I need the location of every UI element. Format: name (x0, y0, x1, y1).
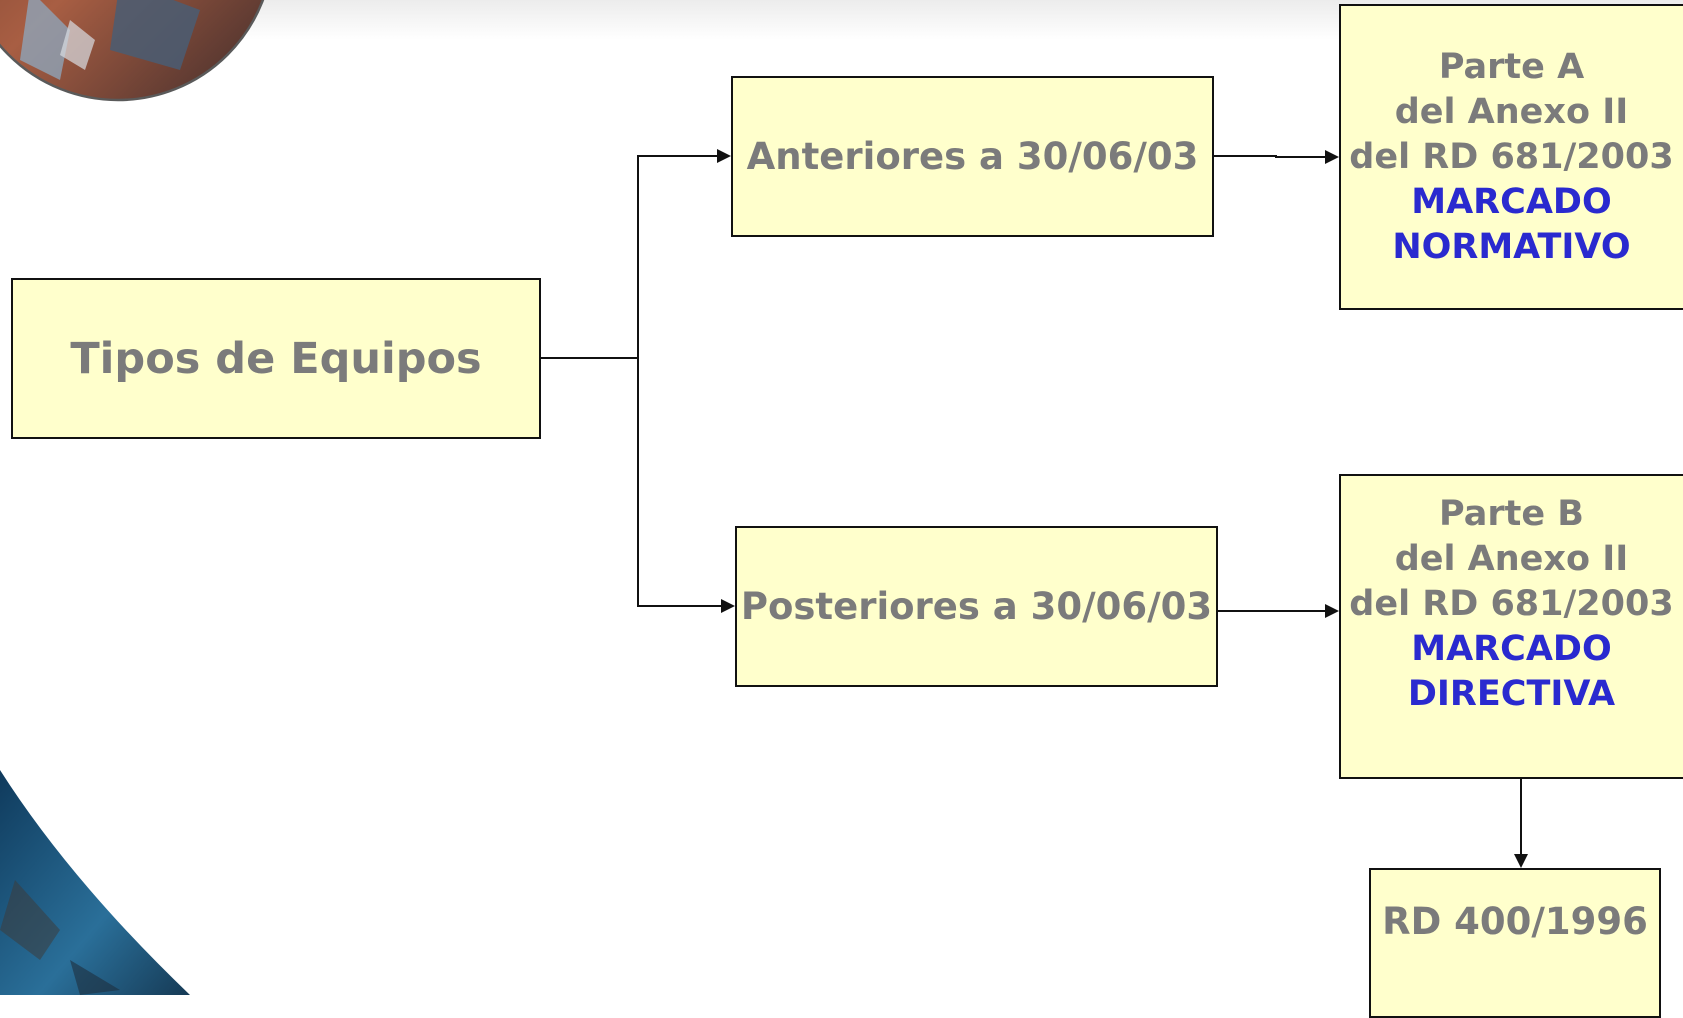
arrowhead-parte-b (1325, 604, 1339, 618)
rd-400-box: RD 400/1996 (1369, 868, 1661, 1018)
parte-b-anexo: del Anexo II (1394, 539, 1629, 579)
connector-lines (541, 155, 1522, 855)
anteriores-label: Anteriores a 30/06/03 (746, 135, 1199, 178)
parte-b-box (1339, 474, 1683, 779)
parte-a-anexo: del Anexo II (1394, 92, 1629, 132)
parte-b-rd: del RD 681/2003 (1349, 584, 1674, 624)
tipos-de-equipos-label: Tipos de Equipos (70, 333, 482, 384)
posteriores-label: Posteriores a 30/06/03 (740, 585, 1213, 628)
decorative-corner-photo (0, 640, 190, 995)
parte-a-normativo: NORMATIVO (1392, 227, 1631, 267)
arrowhead-upper-branch (717, 149, 731, 163)
parte-a-text: Parte A del Anexo II del RD 681/2003 MAR… (1339, 45, 1683, 270)
decorative-photo-layer (0, 0, 1528, 995)
arrowheads (717, 149, 1528, 868)
parte-b-directiva: DIRECTIVA (1407, 674, 1616, 714)
arrowhead-parte-a (1325, 150, 1339, 164)
parte-b-text: Parte B del Anexo II del RD 681/2003 MAR… (1339, 492, 1683, 717)
posteriores-box: Posteriores a 30/06/03 (735, 526, 1218, 687)
tipos-de-equipos-box: Tipos de Equipos (11, 278, 541, 439)
anteriores-box: Anteriores a 30/06/03 (731, 76, 1214, 237)
decorative-photo-circle (0, 0, 273, 102)
rd-400-label: RD 400/1996 (1382, 900, 1648, 943)
parte-a-rd: del RD 681/2003 (1349, 137, 1674, 177)
parte-a-marcado: MARCADO (1411, 182, 1612, 222)
arrowhead-lower-branch (721, 599, 735, 613)
parte-a-box (1339, 4, 1683, 310)
parte-b-marcado: MARCADO (1411, 629, 1612, 669)
parte-a-title: Parte A (1438, 47, 1585, 87)
parte-b-title: Parte B (1439, 494, 1584, 534)
arrowhead-rd400 (1514, 854, 1528, 868)
